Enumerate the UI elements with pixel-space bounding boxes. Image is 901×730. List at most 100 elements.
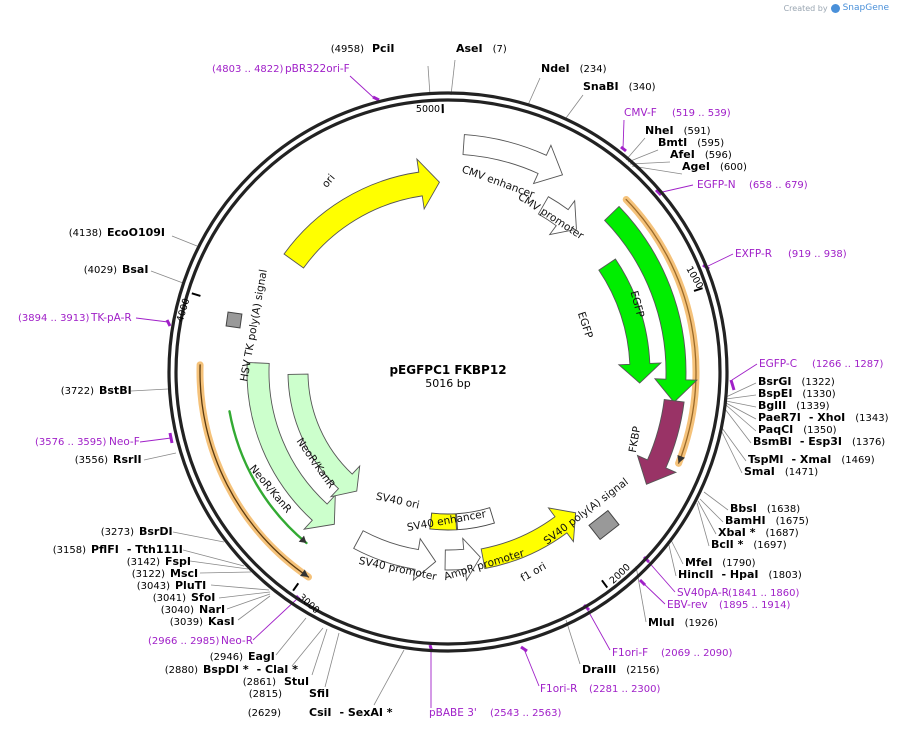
site-connector-rsr	[143, 452, 177, 461]
site-name-kas: KasI	[208, 615, 235, 628]
backbone-outer-strand	[167, 91, 729, 653]
site-name-bamh: BamHI	[725, 514, 766, 527]
site-pos-afe: (596)	[705, 150, 732, 161]
site-pos-bmt: (595)	[697, 138, 724, 149]
site-pos-plut: (3043)	[137, 581, 170, 592]
site-connector-nhe	[625, 137, 646, 161]
primer-connector-pbr	[349, 75, 375, 99]
primer-range-neor: (2966 .. 2985)	[148, 636, 220, 647]
feature-label-fkbp: FKBP	[627, 425, 643, 453]
site-name2-bspd: - ClaI *	[257, 663, 299, 676]
site-name-bstb: BstBI	[99, 384, 132, 397]
feature-neo2	[287, 373, 361, 498]
site-name2-hinc: - HpaI	[722, 568, 759, 581]
site-connector-bmt	[627, 149, 659, 163]
primer-range-f1f: (2069 .. 2090)	[661, 648, 733, 659]
site-connector-nde	[527, 77, 541, 106]
feature-f1ori	[480, 507, 577, 570]
backbone-inner-strand	[174, 98, 722, 646]
site-connector-sma	[720, 429, 743, 474]
primer-connector-neor	[252, 597, 299, 641]
site-connector-afe	[629, 161, 671, 165]
site-name2-tspm: - XmaI	[792, 453, 832, 466]
site-connector-hinc	[667, 540, 677, 577]
site-pos-age: (600)	[720, 162, 747, 173]
site-pos-mlu: (1926)	[685, 618, 718, 629]
site-connector-sfo	[218, 591, 271, 599]
site-name-fsp: FspI	[165, 555, 191, 568]
site-pos-pci: (4958)	[331, 44, 364, 55]
site-pos-bsrd: (3273)	[101, 527, 134, 538]
site-name-hinc: HincII	[678, 568, 714, 581]
site-pos-bamh: (1675)	[776, 516, 809, 527]
site-name2-bsmb: - Esp3I	[800, 435, 842, 448]
primer-connector-ebv	[641, 581, 666, 605]
site-pos-bsa: (4029)	[84, 265, 117, 276]
primer-range-tkpa: (3894 .. 3913)	[18, 313, 90, 324]
primer-range-egfpn: (658 .. 679)	[749, 180, 808, 191]
site-connector-bspe	[725, 394, 757, 400]
site-pos-kas: (3039)	[170, 617, 203, 628]
feature-amprpro	[444, 537, 481, 582]
orf-line-egfp-head	[677, 454, 685, 464]
plasmid-name: pEGFPC1 FKBP12	[389, 363, 506, 377]
site-name-bspe: BspEI	[758, 387, 792, 400]
site-connector-mfe	[669, 537, 684, 565]
site-connector-bstb	[130, 388, 169, 392]
primer-mark-egfpc	[729, 379, 736, 391]
primer-connector-egfpn	[657, 184, 694, 194]
site-name-age: AgeI	[682, 160, 710, 173]
site-connector-pci	[427, 65, 431, 96]
site-pos-tspm: (1469)	[841, 455, 874, 466]
site-name2-csi: - SexAI *	[339, 706, 392, 719]
site-name-csi: CsiI	[309, 706, 331, 719]
primer-name-pbabe: pBABE 3'	[429, 707, 477, 719]
primer-mark-neof	[168, 432, 174, 444]
site-pos-rsr: (3556)	[75, 455, 108, 466]
site-name-sfi: SfiI	[309, 687, 329, 700]
site-pos-eag: (2946)	[210, 652, 243, 663]
site-connector-bspd	[291, 627, 324, 667]
primer-range-pbabe: (2543 .. 2563)	[490, 708, 562, 719]
site-connector-stu	[311, 628, 328, 676]
site-pos-snab: (340)	[629, 82, 656, 93]
primer-mark-pbr	[372, 95, 380, 102]
site-connector-bsrd	[172, 531, 225, 543]
site-connector-tspm	[721, 427, 747, 462]
feature-egfp2	[598, 258, 662, 384]
primer-connector-cmvf	[622, 119, 625, 150]
tick-mark	[693, 287, 703, 292]
site-pos-paer: (1343)	[855, 413, 888, 424]
primer-range-pbr: (4803 .. 4822)	[212, 64, 284, 75]
site-name-bmt: BmtI	[658, 136, 687, 149]
site-connector-snab	[565, 94, 584, 119]
site-pos-fsp: (3142)	[127, 557, 160, 568]
feature-neo1	[246, 361, 336, 530]
site-name-rsr: RsrII	[113, 453, 142, 466]
feature-label-sv40ori: SV40 ori	[375, 491, 421, 512]
primer-mark-cmvf	[620, 145, 627, 153]
feature-cmvpro	[537, 196, 577, 236]
site-pos-bcl: (1697)	[753, 540, 786, 551]
site-connector-bcl	[696, 502, 710, 547]
site-connector-nar	[226, 593, 271, 610]
site-connector-fsp	[189, 560, 249, 570]
site-connector-bsrg	[725, 382, 757, 398]
site-name-bspd: BspDI *	[203, 663, 249, 676]
tick-label: 5000	[416, 104, 440, 115]
feature-hsvtk-box	[225, 311, 243, 329]
primer-range-cmvf: (519 .. 539)	[672, 108, 731, 119]
site-name-nar: NarI	[199, 603, 225, 616]
feature-sv40pa-box	[588, 509, 620, 541]
primer-mark-tkpa	[165, 319, 172, 327]
primer-mark-ebv	[638, 578, 647, 587]
site-pos-bgl: (1339)	[796, 401, 829, 412]
feature-sv40pro	[353, 530, 437, 582]
site-pos-sfo: (3041)	[153, 593, 186, 604]
site-name-bgl: BglII	[758, 399, 786, 412]
site-name-tspm: TspMI	[748, 453, 784, 466]
site-pos-bspe: (1330)	[802, 389, 835, 400]
site-connector-msc	[199, 571, 252, 574]
site-pos-sfi: (2815)	[249, 689, 282, 700]
